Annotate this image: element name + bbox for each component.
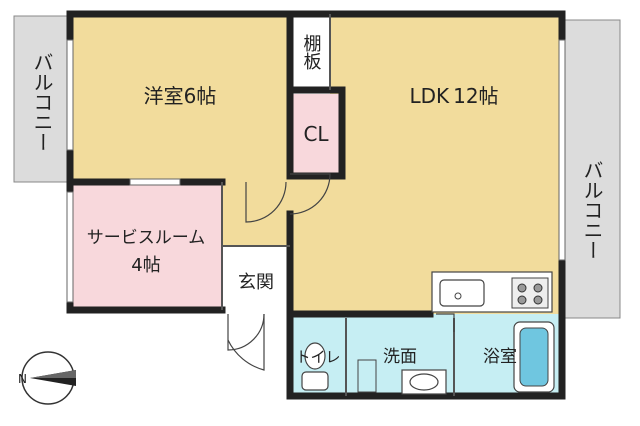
wash-basin-icon (401, 369, 447, 395)
service-room (70, 182, 222, 310)
windows (66, 39, 566, 303)
compass-north-label: N (18, 372, 27, 386)
service-room-size: 4帖 (131, 255, 160, 276)
balcony-left-label: バルコニー (30, 52, 54, 152)
shelf-area (290, 14, 330, 94)
entrance-area (222, 246, 290, 314)
stove-icon (511, 277, 549, 309)
thin-walls (221, 14, 455, 396)
washer-space (357, 359, 377, 393)
western-room-label: 洋室6帖 (144, 84, 217, 108)
balcony-left (13, 15, 71, 183)
western-room (70, 14, 290, 182)
balcony-right (561, 19, 621, 319)
closet-area (288, 94, 342, 176)
toilet-label: トイレ (295, 348, 340, 366)
closet-label: CL (303, 122, 329, 146)
compass-icon (21, 351, 76, 405)
washroom-label: 洗面 (383, 347, 417, 367)
shelf-label: 棚板 (301, 34, 322, 70)
door-swings (227, 173, 455, 371)
entrance-label: 玄関 (238, 272, 274, 293)
kitchen-counter (431, 271, 553, 313)
bathtub-icon (513, 321, 555, 393)
hall-area (222, 182, 290, 246)
toilet-icon (301, 342, 329, 391)
service-room-name: サービスルーム (87, 228, 206, 248)
bathroom-label: 浴室 (483, 347, 517, 367)
balcony-right-label: バルコニー (580, 160, 604, 260)
